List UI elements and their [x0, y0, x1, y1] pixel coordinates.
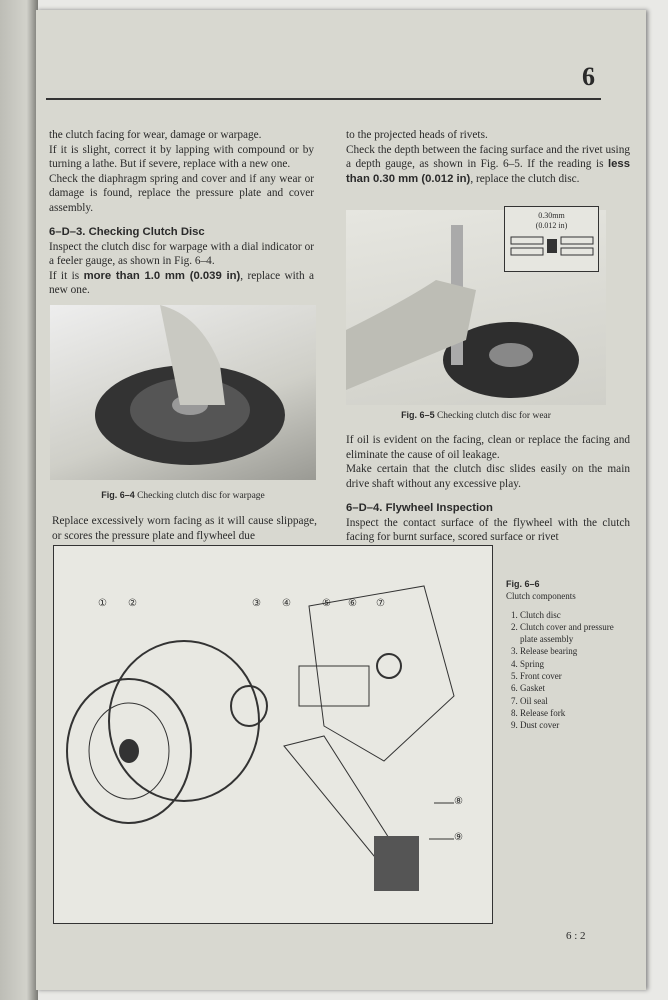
legend-item: Clutch cover and pressure plate assembly: [520, 621, 630, 646]
text: If it is: [49, 269, 84, 282]
section-heading: 6–D–3. Checking Clutch Disc: [49, 226, 205, 238]
photo-fig-6-4: [50, 305, 316, 480]
callout-1: ①: [98, 598, 107, 609]
paragraph: If it is slight, correct it by lapping w…: [49, 143, 314, 171]
chapter-number: 6: [582, 62, 595, 91]
paragraph: Make certain that the clutch disc slides…: [346, 463, 630, 490]
paragraph: Inspect the contact surface of the flywh…: [346, 516, 630, 544]
paragraph: Check the depth between the facing surfa…: [346, 143, 630, 187]
fig-6-4-caption: Fig. 6–4 Checking clutch disc for warpag…: [50, 490, 316, 501]
legend-item: Clutch disc: [520, 609, 630, 621]
spec-value: less than 0.30 mm (0.012 in): [346, 158, 630, 185]
fig-6-5-caption: Fig. 6–5 Checking clutch disc for wear: [346, 410, 606, 421]
paragraph: to the projected heads of rivets.: [346, 129, 488, 141]
figure-title: Clutch components: [506, 591, 576, 602]
header-rule: [46, 98, 601, 100]
right-column: to the projected heads of rivets. Check …: [346, 128, 630, 186]
figure-label: Fig. 6–5: [401, 410, 435, 420]
figure-label: Fig. 6–6: [506, 579, 540, 589]
callout-7: ⑦: [376, 598, 385, 609]
text: Check the depth between the facing surfa…: [346, 143, 630, 171]
paragraph: Inspect the clutch disc for warpage with…: [49, 240, 314, 268]
legend-item: Release bearing: [520, 645, 630, 657]
legend-item: Dust cover: [520, 719, 630, 731]
paragraph: Check the diaphragm spring and cover and…: [49, 172, 314, 214]
callout-2: ②: [128, 598, 137, 609]
section-heading: 6–D–4. Flywheel Inspection: [346, 502, 493, 514]
fig-6-6-exploded-diagram: ① ② ③ ④ ⑤ ⑥ ⑦ ⑧ ⑨: [53, 545, 493, 924]
manual-page: 6 the clutch facing for wear, damage or …: [36, 10, 646, 990]
paragraph: the clutch facing for wear, damage or wa…: [49, 129, 262, 141]
caption-text: Checking clutch disc for warpage: [137, 491, 265, 501]
legend-item: Front cover: [520, 670, 630, 682]
text: , replace the clutch disc.: [470, 172, 580, 185]
left-column-bottom: Replace excessively worn facing as it wi…: [52, 514, 317, 543]
inset-mm: 0.30mm: [538, 211, 565, 220]
callout-8: ⑧: [454, 796, 463, 807]
figure-label: Fig. 6–4: [101, 490, 135, 500]
callout-6: ⑥: [348, 598, 357, 609]
legend-item: Gasket: [520, 682, 630, 694]
fig-6-6-legend: Fig. 6–6 Clutch components Clutch disc C…: [506, 578, 630, 732]
callout-5: ⑤: [322, 598, 331, 609]
callout-3: ③: [252, 598, 261, 609]
text: , replace with a new one.: [49, 269, 315, 297]
spec-value: more than 1.0 mm (0.039 in): [83, 269, 241, 282]
legend-item: Oil seal: [520, 695, 630, 707]
caption-text: Checking clutch disc for wear: [436, 411, 551, 421]
inset-in: (0.012 in): [535, 221, 568, 230]
left-column: the clutch facing for wear, damage or wa…: [49, 128, 314, 298]
callout-4: ④: [282, 598, 291, 609]
rivet-depth-inset: 0.30mm (0.012 in): [504, 206, 599, 272]
adjacent-page-edge: [0, 0, 38, 1000]
paragraph: Replace excessively worn facing as it wi…: [52, 515, 317, 542]
page-number: 6 : 2: [566, 930, 586, 942]
right-column-bottom: If oil is evident on the facing, clean o…: [346, 433, 630, 545]
legend-item: Release fork: [520, 707, 630, 719]
paragraph: If oil is evident on the facing, clean o…: [346, 434, 630, 461]
paragraph: If it is more than 1.0 mm (0.039 in), re…: [49, 269, 314, 298]
legend-item: Spring: [520, 658, 630, 670]
callout-9: ⑨: [454, 832, 463, 843]
